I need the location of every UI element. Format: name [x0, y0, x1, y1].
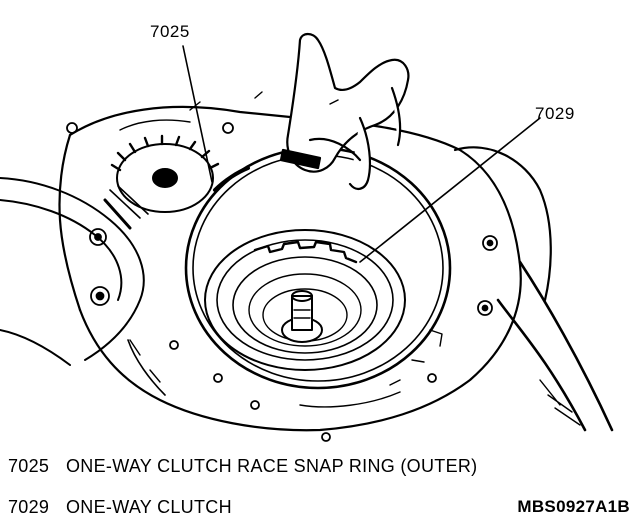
figure-id: MBS0927A1B [517, 497, 630, 516]
callout-7029: 7029 [535, 104, 575, 123]
center-shaft [281, 290, 323, 343]
transmission-illustration [0, 32, 614, 442]
gear [103, 134, 220, 230]
legend-description: ONE-WAY CLUTCH [66, 497, 232, 517]
pump-housing [0, 177, 145, 366]
case-bolts [66, 122, 498, 442]
one-way-clutch [204, 229, 406, 371]
transmission-case [58, 105, 614, 432]
callout-7025: 7025 [150, 22, 190, 41]
case-detail-marks [129, 91, 443, 386]
legend-row: 7029 ONE-WAY CLUTCH [8, 497, 232, 518]
legend-number: 7025 [8, 456, 50, 476]
legend-number: 7029 [8, 497, 50, 517]
legend-row: 7025 ONE-WAY CLUTCH RACE SNAP RING (OUTER… [8, 456, 477, 477]
legend-description: ONE-WAY CLUTCH RACE SNAP RING (OUTER) [66, 456, 478, 476]
hand-with-tool [279, 32, 410, 190]
leader-lines [182, 45, 541, 263]
